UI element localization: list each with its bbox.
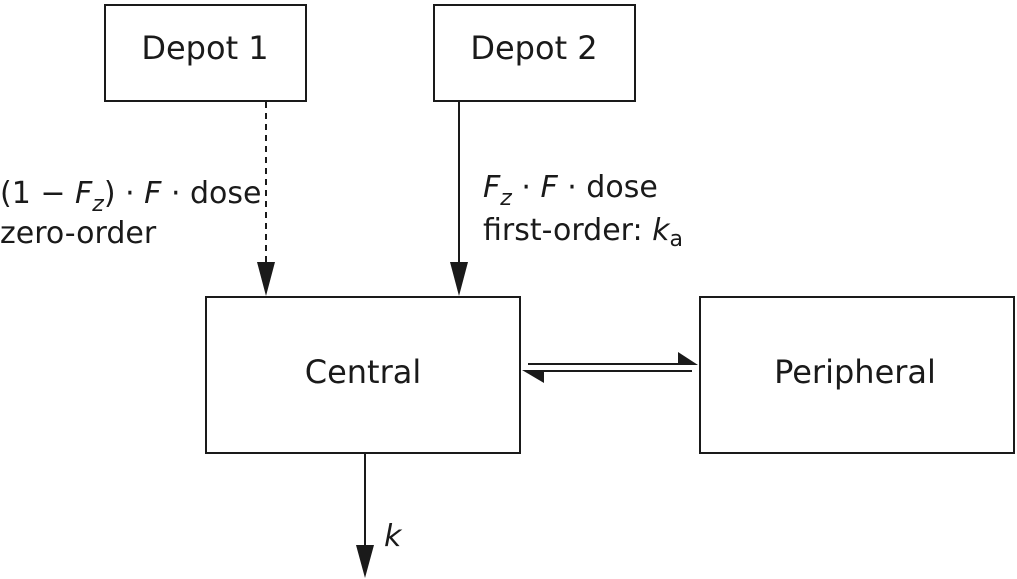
central-label: Central [305, 353, 422, 391]
zero-order-arrow [257, 102, 275, 296]
first-order-arrow [450, 102, 468, 296]
zero-order-fz-subscript: z [91, 192, 104, 217]
depot-2-box [433, 4, 636, 102]
zero-order-close-dot: ) · [104, 176, 144, 211]
zero-order-annotation: (1 − Fz) · F · dose zero-order [0, 176, 262, 251]
elimination-arrow: k [356, 454, 403, 578]
depot-1-box [104, 4, 307, 102]
to-central-half-arrowhead [522, 370, 544, 383]
first-order-fz-subscript: z [499, 186, 512, 211]
first-order-dose: · dose [558, 170, 658, 205]
zero-order-arrowhead [257, 262, 275, 296]
elimination-arrowhead [356, 545, 374, 578]
peripheral-box [699, 296, 1015, 454]
depot-2-label: Depot 2 [470, 29, 597, 67]
peripheral-node: Peripheral [699, 296, 1015, 454]
elimination-rate-label: k [384, 519, 403, 554]
first-order-ka-subscript: a [670, 227, 683, 252]
central-node: Central [205, 296, 521, 454]
first-order-f-symbol: F [540, 170, 558, 205]
zero-order-kind: zero-order [0, 216, 157, 251]
peripheral-label: Peripheral [774, 353, 936, 391]
first-order-arrowhead [450, 262, 468, 296]
to-peripheral-half-arrowhead [678, 352, 698, 365]
zero-order-fz-symbol: F [75, 176, 93, 211]
first-order-ka-symbol: k [652, 213, 671, 248]
central-box [205, 296, 521, 454]
zero-order-f-symbol: F [144, 176, 162, 211]
first-order-formula: Fz · F · dose [483, 170, 658, 211]
zero-order-open: (1 − [0, 176, 75, 211]
depot-1-label: Depot 1 [141, 29, 268, 67]
zero-order-formula: (1 − Fz) · F · dose [0, 176, 262, 217]
first-order-annotation: Fz · F · dose first-order: ka [483, 170, 683, 252]
first-order-kind-line: first-order: ka [483, 213, 683, 252]
depot-2-node: Depot 2 [433, 4, 636, 102]
first-order-fz-symbol: F [483, 170, 501, 205]
exchange-arrows [522, 352, 698, 383]
first-order-kind: first-order: [483, 213, 652, 248]
zero-order-dose: · dose [161, 176, 261, 211]
first-order-dot: · [512, 170, 541, 205]
depot-1-node: Depot 1 [104, 4, 307, 102]
